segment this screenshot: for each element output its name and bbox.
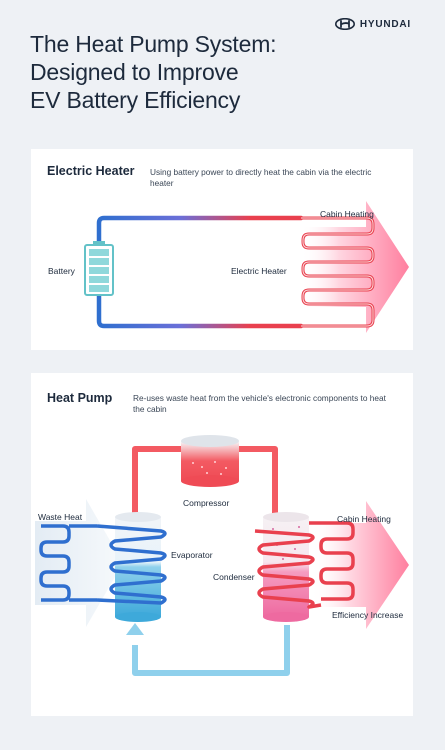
cabin-heat-arrow [301,201,409,333]
cabin-heating-label-2: Cabin Heating [337,514,391,524]
efficiency-increase-label: Efficiency Increase [332,610,404,620]
condenser-coil [254,521,355,609]
heat-pump-description: Re-uses waste heat from the vehicle's el… [133,393,386,414]
electric-heater-label: Electric Heater [231,266,287,276]
heat-pump-title: Heat Pump [47,391,113,405]
brand-name: HYUNDAI [359,18,411,30]
evaporator-coil [39,524,167,605]
battery-icon [84,241,114,296]
battery-label: Battery [48,266,75,276]
evaporator-label: Evaporator [171,550,213,560]
electric-heater-panel: Electric Heater Using battery power to d… [31,149,413,350]
page-title: The Heat Pump System: Designed to Improv… [30,30,277,114]
return-arrowhead [126,623,144,635]
compressor-label: Compressor [183,498,230,508]
title-line-3: EV Battery Efficiency [30,87,241,113]
electric-circuit-wire [96,215,304,329]
electric-heater-description: Using battery power to directly heat the… [150,167,372,188]
title-line-2: Designed to Improve [30,59,239,85]
waste-heat-label: Waste Heat [38,512,83,522]
heat-pump-panel: Heat Pump Re-uses waste heat from the ve… [31,373,413,716]
hyundai-logo-icon [334,18,355,30]
compressor-icon [181,435,239,487]
hot-refrigerant-line [132,446,278,515]
electric-heater-diagram [84,201,409,333]
waste-heat-arrow [35,499,123,627]
title-line-1: The Heat Pump System: [30,31,277,57]
return-refrigerant-line [132,625,290,676]
heat-pump-diagram [35,435,409,676]
cabin-heating-label-1: Cabin Heating [320,209,374,219]
brand-logo: HYUNDAI [334,18,411,30]
cabin-heating-arrow [311,501,409,629]
condenser-label: Condenser [213,572,255,582]
electric-heater-title: Electric Heater [47,164,135,178]
